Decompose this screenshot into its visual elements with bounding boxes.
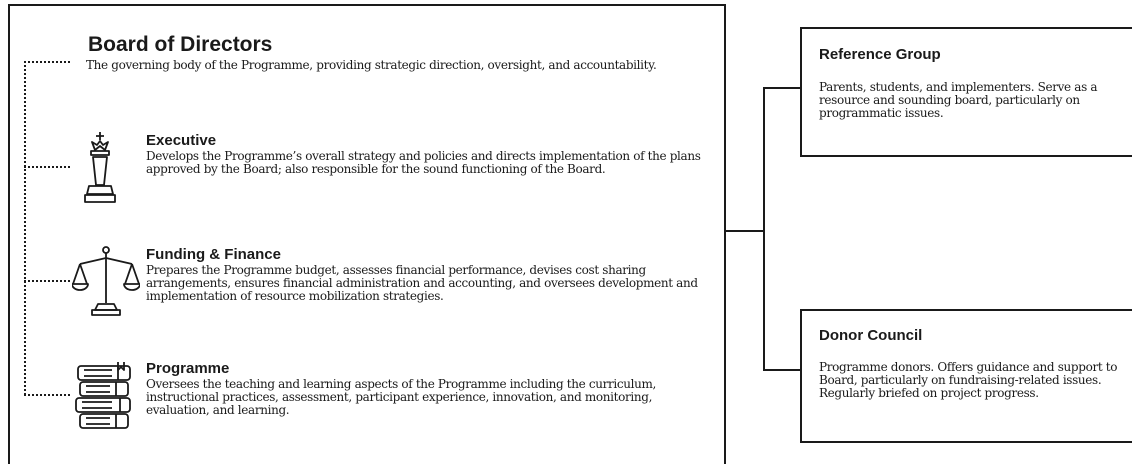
connector-to-donor-council — [763, 369, 801, 371]
section-title-finance: Funding & Finance — [146, 246, 281, 263]
reference-group-title: Reference Group — [819, 46, 941, 63]
section-description-programme: Oversees the teaching and learning aspec… — [146, 377, 656, 417]
board-description: The governing body of the Programme, pro… — [86, 58, 657, 72]
book-stack-icon — [74, 360, 134, 436]
board-panel — [8, 4, 726, 464]
section-title-executive: Executive — [146, 132, 217, 149]
dotted-connector-board — [24, 61, 70, 63]
connector-to-reference-group — [763, 87, 801, 89]
dotted-connector-executive — [24, 166, 70, 168]
reference-group-description: Parents, students, and implementers. Ser… — [819, 80, 1098, 120]
dotted-connector-programme — [24, 394, 70, 396]
section-description-executive: Develops the Programme’s overall strateg… — [146, 149, 701, 176]
connector-horizontal-main — [726, 230, 764, 232]
donor-council-title: Donor Council — [819, 327, 923, 344]
reference-group-box — [800, 27, 1132, 157]
donor-council-description: Programme donors. Offers guidance and su… — [819, 360, 1118, 400]
dotted-connector-finance — [24, 280, 70, 282]
dotted-bracket-vertical — [24, 61, 26, 395]
board-title: Board of Directors — [88, 33, 273, 56]
section-description-finance: Prepares the Programme budget, assesses … — [146, 263, 698, 303]
connector-vertical — [763, 87, 765, 370]
donor-council-box — [800, 309, 1132, 443]
chess-king-icon — [80, 130, 120, 210]
balance-scale-icon — [71, 244, 141, 320]
section-title-programme: Programme — [146, 360, 230, 377]
